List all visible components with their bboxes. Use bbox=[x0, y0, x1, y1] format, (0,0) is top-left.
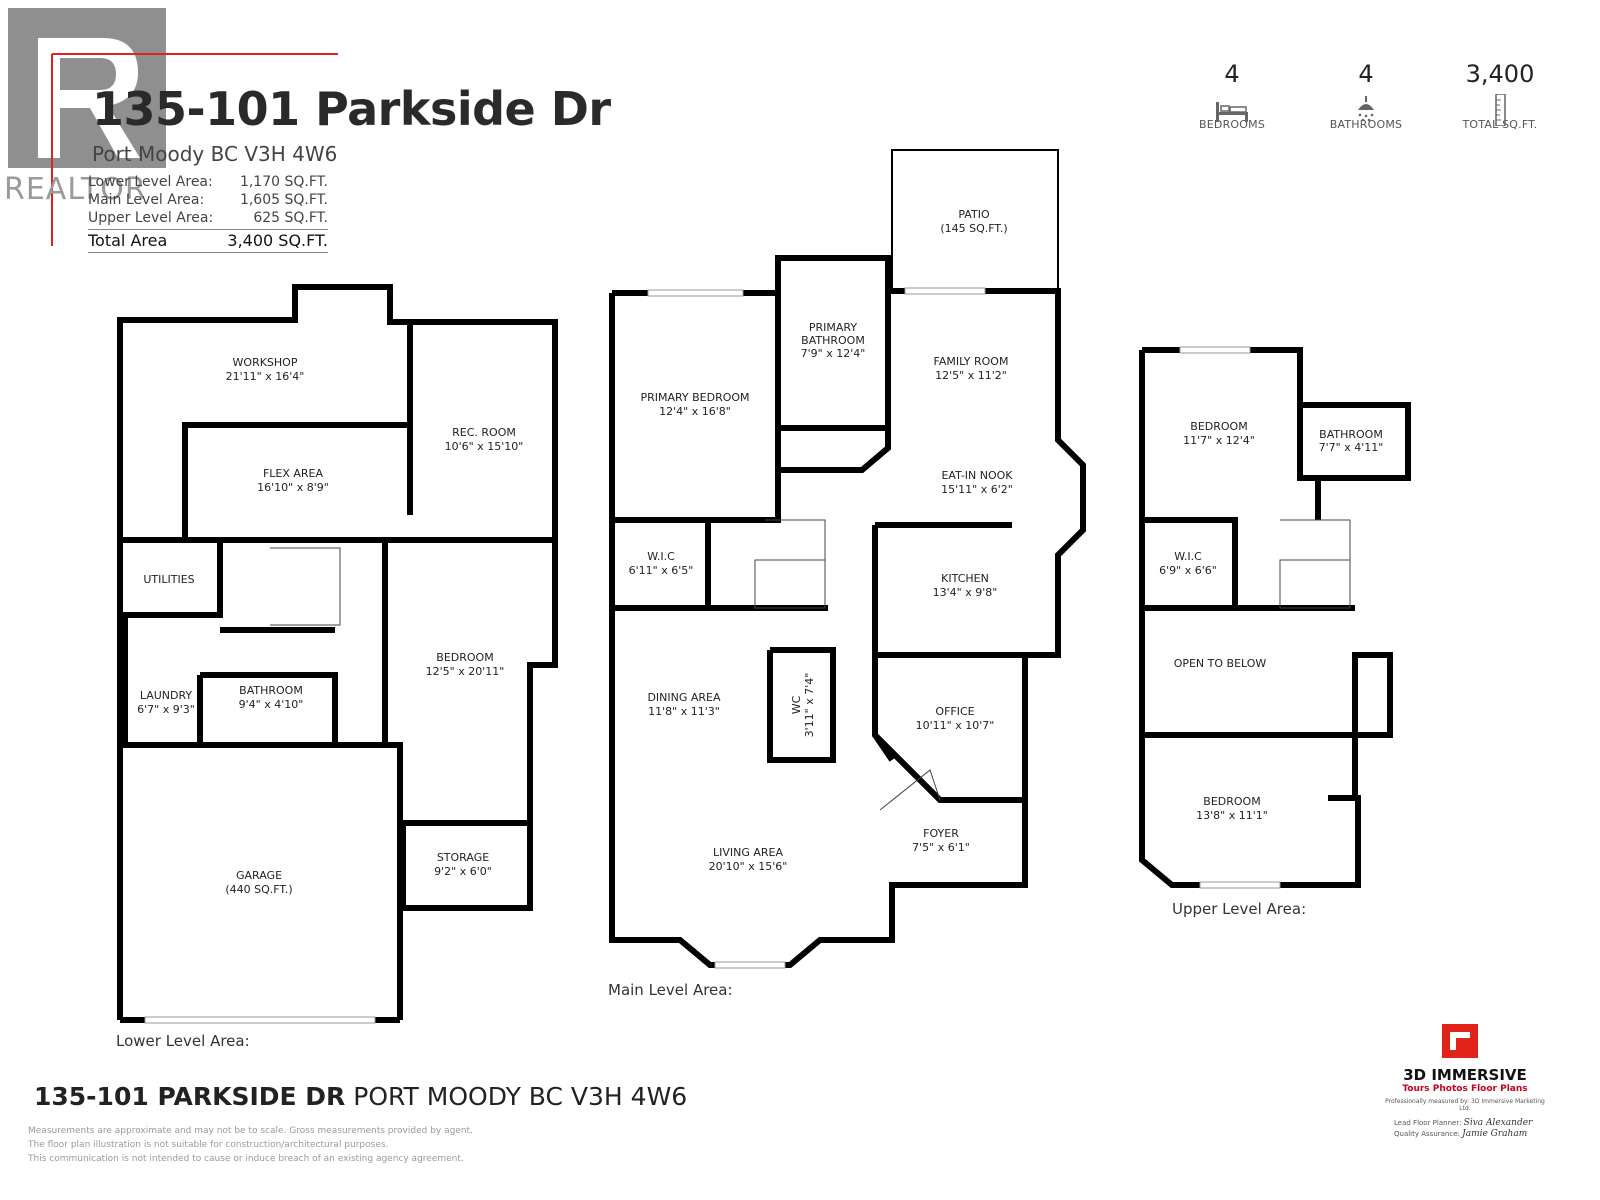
bathrooms-label: BATHROOMS bbox=[1329, 118, 1403, 131]
bedrooms-label: BEDROOMS bbox=[1199, 118, 1265, 131]
brand-tagline: Tours Photos Floor Plans bbox=[1402, 1084, 1528, 1094]
disclaimer: Measurements are approximate and may not… bbox=[28, 1126, 473, 1164]
upper-level-label: Upper Level Area: bbox=[1172, 900, 1307, 918]
brand-name: 3D IMMERSIVE bbox=[1403, 1066, 1527, 1084]
realtor-logo-icon bbox=[8, 8, 338, 246]
area-row-main: Main Level Area:1,605 SQ.FT. bbox=[88, 192, 328, 208]
window-marks bbox=[144, 287, 1281, 1024]
bedrooms-count: 4 bbox=[1224, 60, 1240, 88]
realtor-wordmark: REALTOR bbox=[4, 172, 147, 207]
room-patio: PATIO(145 SQ.FT.) bbox=[940, 208, 1007, 235]
total-sqft-value: 3,400 bbox=[1465, 60, 1535, 88]
total-sqft-label: TOTAL SQ.FT. bbox=[1462, 118, 1538, 131]
main-level-label: Main Level Area: bbox=[608, 981, 733, 999]
brand-measured-by: Professionally measured by: 3D Immersive… bbox=[1385, 1098, 1545, 1112]
listing-title: 135-101 Parkside Dr bbox=[92, 82, 611, 136]
brand-credits: Lead Floor Planner: Siva Alexander Quali… bbox=[1394, 1118, 1533, 1139]
footer-address-city: PORT MOODY BC V3H 4W6 bbox=[353, 1082, 688, 1111]
stat-total-sqft: 3,400 TOTAL SQ.FT. bbox=[1440, 60, 1560, 131]
footer-address-street: 135-101 PARKSIDE DR bbox=[34, 1082, 346, 1111]
lower-level-label: Lower Level Area: bbox=[116, 1032, 250, 1050]
stat-bedrooms: 4 BEDROOMS bbox=[1172, 60, 1292, 131]
area-row-lower: Lower Level Area:1,170 SQ.FT. bbox=[88, 174, 328, 190]
footer-address: 135-101 PARKSIDE DR PORT MOODY BC V3H 4W… bbox=[34, 1082, 687, 1111]
area-summary: Lower Level Area:1,170 SQ.FT. Main Level… bbox=[88, 173, 328, 253]
room-open-to-below: OPEN TO BELOW bbox=[1174, 657, 1267, 670]
ruler-icon bbox=[1495, 94, 1506, 126]
area-row-upper: Upper Level Area:625 SQ.FT. bbox=[88, 210, 328, 226]
brand-block: 3D IMMERSIVE Tours Photos Floor Plans Pr… bbox=[1380, 1022, 1550, 1140]
shower-icon bbox=[1358, 96, 1374, 122]
bathrooms-count: 4 bbox=[1358, 60, 1374, 88]
stat-bathrooms: 4 BATHROOMS bbox=[1306, 60, 1426, 131]
brand-logo-icon bbox=[1442, 1024, 1478, 1058]
lower-level-walls bbox=[117, 284, 558, 1023]
stair-details bbox=[270, 519, 1351, 811]
realtor-watermark bbox=[8, 8, 338, 246]
patio-outline bbox=[891, 149, 1059, 291]
room-utilities: UTILITIES bbox=[143, 573, 194, 586]
bed-icon bbox=[1216, 102, 1248, 122]
room-garage: GARAGE(440 SQ.FT.) bbox=[225, 869, 292, 896]
room-wc: WC3'11" x 7'4" bbox=[790, 673, 816, 738]
listing-subtitle: Port Moody BC V3H 4W6 bbox=[92, 142, 338, 166]
main-level-walls bbox=[609, 255, 1086, 968]
